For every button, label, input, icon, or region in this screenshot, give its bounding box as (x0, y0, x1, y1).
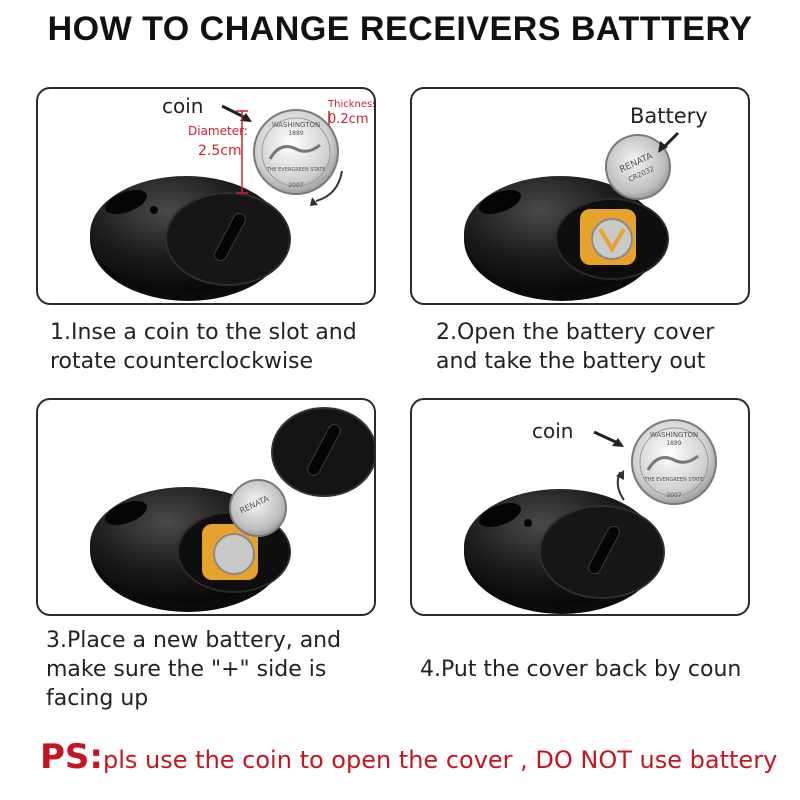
caption-line: rotate counterclockwise (50, 349, 314, 374)
receiver-device (464, 489, 665, 614)
step-4-caption: 4.Put the cover back by coun (420, 655, 780, 684)
ps-text: pls use the coin to open the cover , DO … (103, 746, 778, 774)
thickness-label: Thickness: (327, 99, 376, 110)
coin-label: coin (532, 419, 573, 443)
step-3-caption: 3.Place a new battery, and make sure the… (46, 626, 386, 713)
receiver-device (90, 176, 291, 301)
step-3-panel: RENATA (36, 398, 376, 616)
caption-line: 3.Place a new battery, and (46, 628, 342, 653)
caption-line: 4.Put the cover back by coun (420, 657, 742, 682)
lanyard-hole (479, 502, 521, 528)
lanyard-hole (479, 189, 521, 215)
coin-motto: THE EVERGREEN STATE (644, 477, 704, 483)
coin-year-bottom: 2007 (288, 182, 303, 189)
coin-year-bottom: 2007 (666, 492, 681, 499)
lanyard-hole (105, 500, 147, 526)
ps-label: PS: (40, 737, 104, 777)
receiver-device-open (464, 176, 669, 301)
step-1-panel: WASHINGTON 1889 THE EVERGREEN STATE 2007… (36, 87, 376, 305)
battery-image: RENATA CR2032 (605, 134, 671, 200)
lanyard-hole (105, 189, 147, 215)
page-title: HOW TO CHANGE RECEIVERS BATTTERY (47, 10, 753, 48)
step-3-illustration: RENATA (90, 407, 374, 612)
coin-state-text: WASHINGTON (272, 121, 321, 129)
coin-slot (214, 212, 246, 262)
coin-year-top: 1889 (288, 130, 303, 137)
coin-label: coin (162, 94, 203, 118)
caption-line: 1.Inse a coin to the slot and (50, 320, 357, 345)
step-4-illustration: WASHINGTON 1889 THE EVERGREEN STATE 2007… (464, 419, 717, 614)
caption-line: make sure the "+" side is (46, 657, 327, 682)
step-1-caption: 1.Inse a coin to the slot and rotate cou… (50, 318, 390, 376)
new-battery-image: RENATA (229, 479, 287, 537)
coin-motto: THE EVERGREEN STATE (266, 167, 326, 173)
battery-cover-removed (271, 407, 374, 497)
coin-image: WASHINGTON 1889 THE EVERGREEN STATE 2007 (253, 109, 339, 195)
ps-note: PS:pls use the coin to open the cover , … (40, 737, 777, 777)
caption-line: facing up (46, 686, 149, 711)
battery-label: Battery (630, 104, 708, 128)
step-2-caption: 2.Open the battery cover and take the ba… (436, 318, 776, 376)
diameter-value: 2.5cm (198, 143, 242, 159)
step-2-illustration: RENATA CR2032 Battery (464, 104, 708, 301)
thickness-value: 0.2cm (328, 112, 369, 127)
rotate-arrow-icon (315, 170, 343, 202)
step-1-illustration: WASHINGTON 1889 THE EVERGREEN STATE 2007… (90, 94, 376, 301)
coin-image: WASHINGTON 1889 THE EVERGREEN STATE 2007 (631, 419, 717, 505)
coin-year-top: 1889 (666, 440, 681, 447)
diameter-label: Diameter: (188, 124, 248, 138)
step-4-panel: WASHINGTON 1889 THE EVERGREEN STATE 2007… (410, 398, 750, 616)
step-2-panel: RENATA CR2032 Battery (410, 87, 750, 305)
caption-line: 2.Open the battery cover (436, 320, 715, 345)
coin-state-text: WASHINGTON (650, 431, 699, 439)
coin-slot (588, 525, 620, 575)
caption-line: and take the battery out (436, 349, 706, 374)
coin-slot (307, 424, 341, 476)
